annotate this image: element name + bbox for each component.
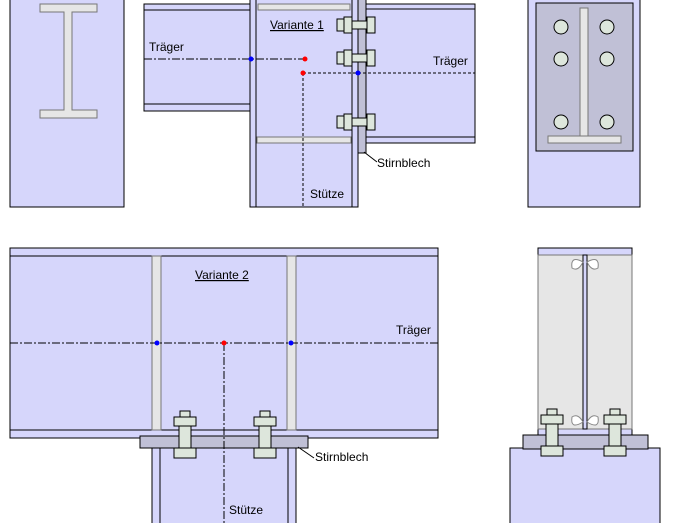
i-profile-section xyxy=(39,3,98,119)
node-blue xyxy=(154,340,160,346)
beam-left xyxy=(143,3,252,112)
end-plate xyxy=(357,0,367,154)
beam-label-right: Träger xyxy=(433,54,468,68)
node-blue xyxy=(355,70,361,76)
panel-column-side xyxy=(9,0,125,208)
column-top xyxy=(509,447,661,523)
panel-variant-2-section xyxy=(509,247,661,523)
panel-end-plate-front xyxy=(527,0,641,208)
node-red xyxy=(300,70,306,76)
column xyxy=(249,0,359,208)
node-blue xyxy=(248,56,254,62)
panel-variant-1: Variante 1 Träger Träger Stirnblech Stüt… xyxy=(143,0,476,208)
column-label-1: Stütze xyxy=(310,187,344,201)
beam-label: Träger xyxy=(396,323,431,337)
stiffener-bottom xyxy=(256,136,352,144)
beam-section-right xyxy=(586,254,633,430)
node-red xyxy=(302,56,308,62)
beam-section-left xyxy=(537,254,584,430)
beam-web xyxy=(582,254,588,430)
stiffener-top xyxy=(257,3,351,11)
end-plate-label-1: Stirnblech xyxy=(377,156,430,170)
bolt-heads xyxy=(553,19,615,130)
node-red xyxy=(221,340,227,346)
beam-section xyxy=(547,7,622,144)
variant-1-title: Variante 1 xyxy=(270,18,324,32)
beam-label-left: Träger xyxy=(149,40,184,54)
end-plate-label-2: Stirnblech xyxy=(315,450,368,464)
variant-2-title: Variante 2 xyxy=(195,268,249,282)
panel-variant-2: Variante 2 Träger Stirnblech Stütze xyxy=(9,247,439,523)
column-label-2: Stütze xyxy=(229,503,263,517)
node-blue xyxy=(288,340,294,346)
